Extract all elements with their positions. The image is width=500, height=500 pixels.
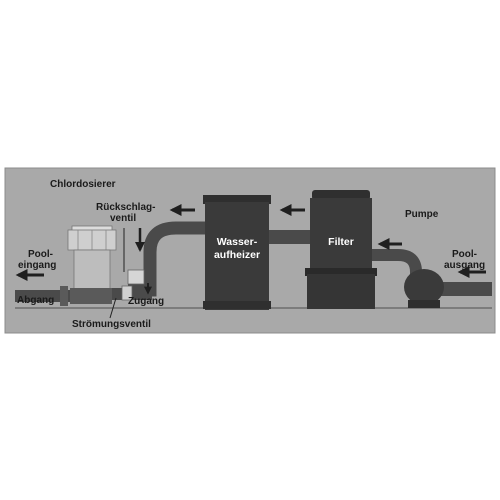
label-wasseraufheizer-line2: aufheizer: [214, 249, 260, 261]
label-pumpe: Pumpe: [405, 209, 439, 220]
label-wasseraufheizer-line1: Wasser-: [217, 236, 258, 248]
label-stroemungsventil: Strömungsventil: [72, 319, 151, 330]
label-pool-eingang-line2: eingang: [18, 260, 56, 271]
label-pool-ausgang-line2: ausgang: [444, 260, 485, 271]
label-chlordosierer: Chlordosierer: [50, 179, 116, 190]
chlorinator-unit: [67, 225, 117, 304]
water-heater: [203, 195, 271, 310]
label-rueckschlag-line2: ventil: [110, 213, 136, 224]
pointer-stroemungsventil: [109, 297, 117, 319]
label-abgang: Abgang: [17, 295, 54, 306]
pipe-heater-to-chlorinator: [128, 221, 207, 297]
label-zugang: Zugang: [128, 296, 164, 307]
filter-unit: [305, 190, 377, 309]
pipe-filter-to-heater: [268, 230, 312, 244]
label-pool-ausgang-line1: Pool-: [452, 249, 477, 260]
label-filter: Filter: [328, 236, 354, 248]
label-pool-eingang-line1: Pool-: [28, 249, 53, 260]
pump-unit: [404, 269, 444, 308]
pipe-abgang: [15, 290, 70, 302]
pipe-pool-outlet: [440, 282, 492, 296]
flow-valve: [121, 285, 133, 301]
pipe-abgang-coupling: [60, 286, 68, 306]
check-valve-body: [127, 269, 145, 285]
label-rueckschlag-line1: Rückschlag-: [96, 202, 155, 213]
